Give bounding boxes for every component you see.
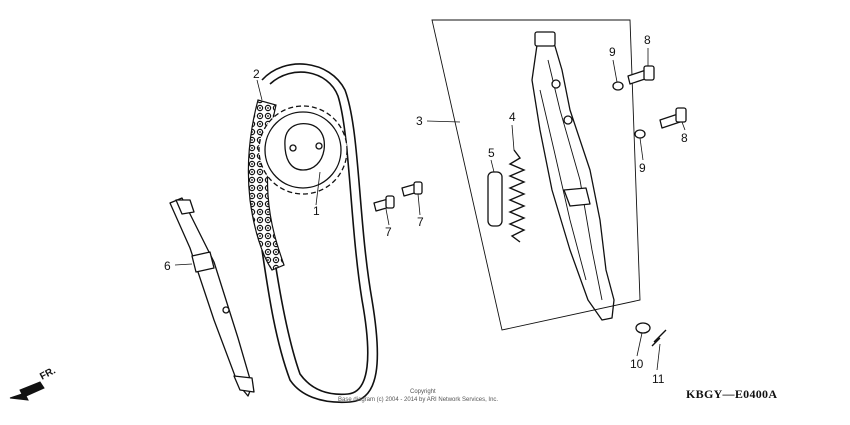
callout-8-top: 8 [644,33,651,47]
assembly-outline [431,19,641,331]
callout-5: 5 [488,146,495,160]
callout-1: 1 [313,204,320,218]
sprocket-bolts [373,181,423,212]
cam-chain-guide [169,197,255,397]
callout-2: 2 [253,67,260,81]
callout-10: 10 [630,357,644,371]
front-label: FR. [38,365,58,382]
leader-lines [174,48,686,371]
cam-chain [247,63,379,404]
diagram-code: KBGY—E0400A [686,387,777,401]
callout-3: 3 [416,114,423,128]
tensioner-bolts [627,65,687,129]
callout-11: 11 [652,372,665,386]
copyright-line-2: Base diagram (c) 2004 - 2014 by ARI Netw… [338,397,498,403]
front-direction-arrow-icon: FR. [9,365,58,401]
callout-9-top: 9 [609,45,616,59]
cam-sprocket [258,105,348,195]
copyright-line-1: Copyright [410,389,436,395]
callout-9-bottom: 9 [639,161,646,175]
callout-7-left: 7 [385,225,392,239]
tensioner-arm [531,31,615,321]
callout-7-right: 7 [417,215,424,229]
callout-4: 4 [509,110,516,124]
washers [612,81,651,334]
callout-6: 6 [164,259,171,273]
cotter-pin [651,329,667,347]
tensioner-pin [487,171,503,227]
callout-8-bottom: 8 [681,131,688,145]
tensioner-spring [508,149,526,243]
